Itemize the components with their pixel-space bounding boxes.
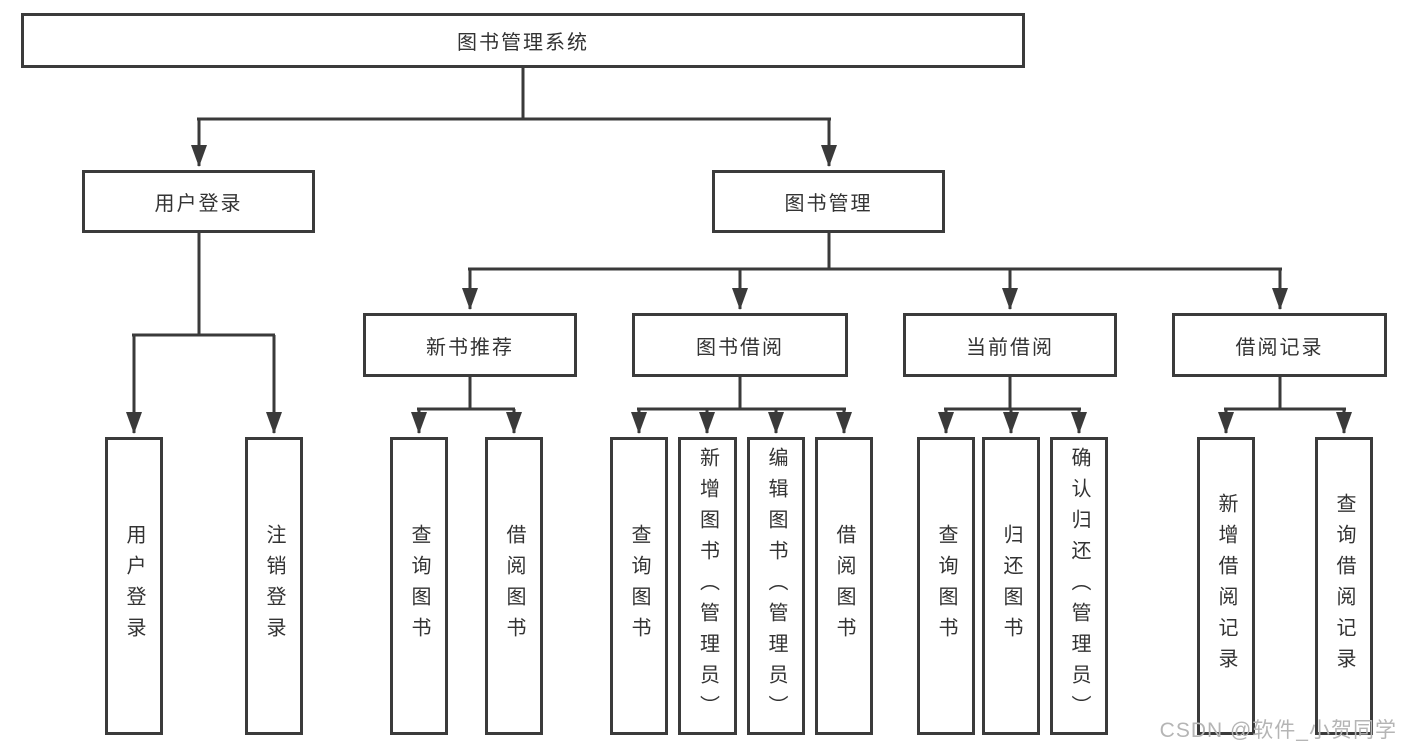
node-borrowing-records: 借阅记录 [1172, 313, 1387, 377]
node-user-login: 用户登录 [82, 170, 315, 233]
leaf-bb-query-books: 查询图书 [610, 437, 668, 735]
leaf-nb-query-books: 查询图书 [390, 437, 448, 735]
branch-book-borrow [637, 377, 846, 411]
leaf-bb-add-books-admin-label: 新增图书（管理员） [696, 446, 719, 726]
branch-current-borrow [944, 377, 1081, 411]
leaf-cb-query-books-label: 查询图书 [935, 524, 957, 648]
leaf-br-query-record: 查询借阅记录 [1315, 437, 1373, 735]
node-new-book-recommend: 新书推荐 [363, 313, 577, 377]
csdn-watermark: CSDN @软件_小贺同学 [1159, 719, 1397, 742]
leaf-bb-add-books-admin: 新增图书（管理员） [678, 437, 737, 735]
leaf-logout-label: 注销登录 [263, 524, 285, 648]
node-user-login-label: 用户登录 [154, 193, 243, 215]
leaf-nb-borrow-books: 借阅图书 [485, 437, 543, 735]
node-root-library-system: 图书管理系统 [21, 13, 1025, 68]
leaf-bb-borrow-books-label: 借阅图书 [833, 524, 855, 648]
leaf-br-query-record-label: 查询借阅记录 [1333, 493, 1355, 679]
leaf-bb-borrow-books: 借阅图书 [815, 437, 873, 735]
node-book-borrowing-label: 图书借阅 [696, 336, 784, 359]
leaf-logout: 注销登录 [245, 437, 303, 735]
branch-new-books [417, 377, 515, 411]
leaf-user-login-label: 用户登录 [123, 524, 145, 648]
leaf-cb-query-books: 查询图书 [917, 437, 975, 735]
node-book-management-label: 图书管理 [784, 193, 873, 215]
connector-group [126, 68, 1352, 434]
node-current-borrowing-label: 当前借阅 [966, 336, 1054, 359]
leaf-br-add-record: 新增借阅记录 [1197, 437, 1255, 735]
node-root-label: 图书管理系统 [457, 32, 589, 54]
leaf-bb-edit-books-admin-label: 编辑图书（管理员） [765, 446, 787, 726]
leaf-user-login: 用户登录 [105, 437, 163, 735]
branch-book-mgmt [468, 233, 1282, 271]
leaf-nb-query-books-label: 查询图书 [408, 524, 430, 648]
leaf-cb-return-books: 归还图书 [982, 437, 1040, 735]
node-borrowing-records-label: 借阅记录 [1235, 336, 1324, 359]
leaf-cb-return-books-label: 归还图书 [1000, 524, 1022, 648]
leaf-bb-edit-books-admin: 编辑图书（管理员） [747, 437, 805, 735]
node-new-book-recommend-label: 新书推荐 [426, 336, 514, 359]
leaf-bb-query-books-label: 查询图书 [628, 524, 650, 648]
node-book-borrowing: 图书借阅 [632, 313, 848, 377]
leaf-cb-confirm-return-admin-label: 确认归还（管理员） [1068, 446, 1090, 726]
leaf-nb-borrow-books-label: 借阅图书 [503, 524, 525, 648]
branch-user-login [132, 233, 275, 337]
node-book-management: 图书管理 [712, 170, 945, 233]
branch-root [197, 68, 831, 121]
branch-borrow-records [1224, 377, 1346, 411]
leaf-br-add-record-label: 新增借阅记录 [1215, 493, 1237, 679]
node-current-borrowing: 当前借阅 [903, 313, 1117, 377]
leaf-cb-confirm-return-admin: 确认归还（管理员） [1050, 437, 1108, 735]
